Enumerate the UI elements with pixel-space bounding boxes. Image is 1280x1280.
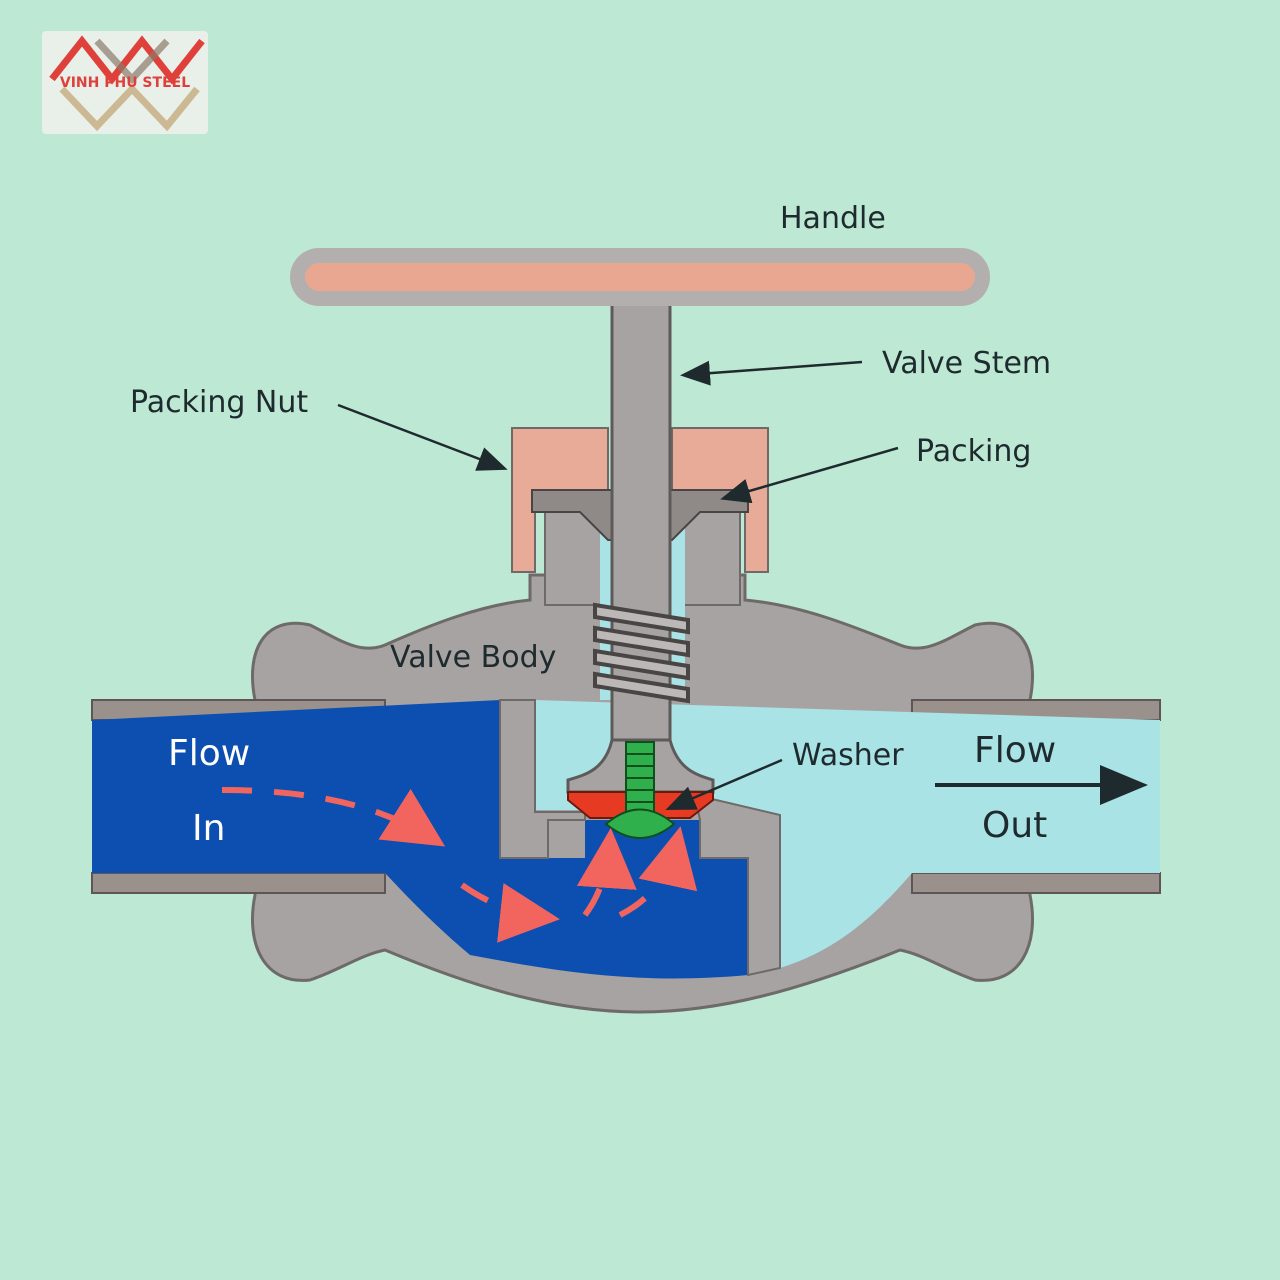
valve-stem (610, 298, 672, 782)
label-handle: Handle (780, 201, 886, 236)
valve-seat (693, 793, 781, 977)
internal-partition (499, 699, 586, 859)
flow-arrows (221, 787, 698, 943)
logo-mark-icon (49, 35, 205, 132)
packing-nut-leader (337, 403, 508, 471)
label-flow-in-bottom: In (192, 808, 225, 849)
label-washer: Washer (792, 738, 904, 773)
label-packing: Packing (916, 434, 1031, 469)
packing-leader (720, 446, 899, 504)
label-flow-in-top: Flow (168, 733, 250, 774)
washer-leader (665, 758, 783, 810)
logo-text: VINH PHU STEEL (60, 75, 190, 91)
label-flow-out-top: Flow (974, 730, 1056, 771)
inlet-pipe-wall-bottom (91, 872, 386, 894)
label-packing-nut: Packing Nut (130, 385, 308, 420)
valve-stem-leader (680, 360, 863, 386)
logo: VINH PHU STEEL (42, 31, 208, 134)
label-valve-stem: Valve Stem (882, 346, 1051, 381)
stem-threads (593, 602, 690, 704)
outlet-pipe-wall-bottom (911, 872, 1161, 894)
outlet-water (535, 700, 1160, 968)
label-flow-out-bottom: Out (982, 805, 1047, 846)
handle-grip (305, 263, 975, 291)
label-valve-body: Valve Body (390, 640, 556, 675)
